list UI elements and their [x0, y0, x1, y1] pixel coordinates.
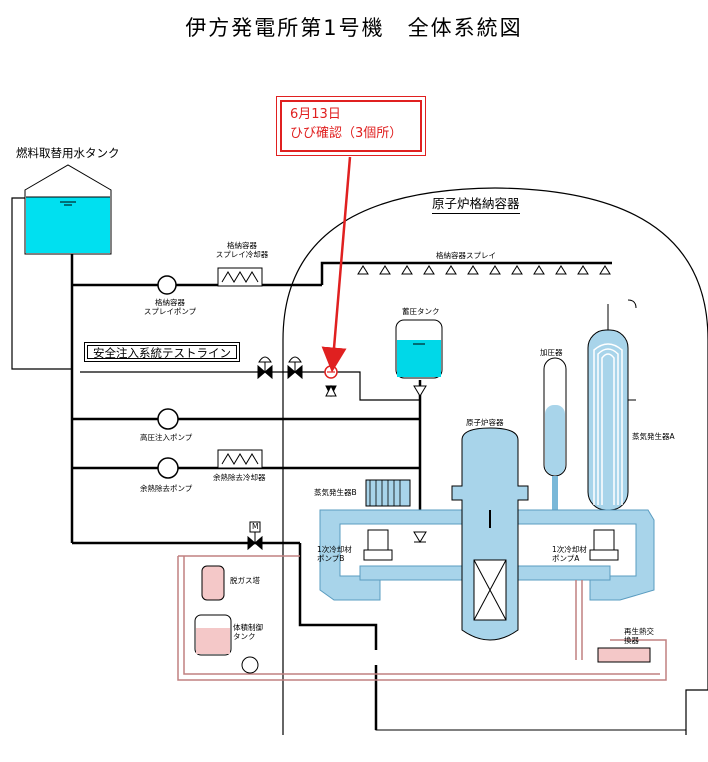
crack-callout: 6月13日 ひび確認（3個所）	[276, 96, 426, 156]
rcp-a-label: 1次冷却材ポンプA	[552, 545, 587, 564]
motor-valve	[247, 521, 263, 551]
page-title: 伊方発電所第1号機 全体系統図	[185, 16, 523, 40]
callout-date: 6月13日	[290, 107, 341, 122]
rhr-cooler	[217, 449, 263, 469]
test-line-valves	[257, 356, 337, 398]
sg-b-label: 蒸気発生器B	[314, 488, 357, 497]
spray-nozzles	[357, 265, 611, 275]
accumulator-label: 蓄圧タンク	[402, 307, 440, 316]
volume-control-tank	[194, 614, 232, 656]
hp-injection-pump	[157, 408, 179, 430]
motor-valve-label: M	[252, 522, 259, 531]
reactor-vessel-label: 原子炉容器	[466, 418, 504, 427]
fuel-tank-label: 燃料取替用水タンク	[16, 146, 120, 160]
callout-arrow	[321, 156, 352, 373]
degasifier-label: 脱ガス塔	[230, 576, 260, 585]
cv-spray-label: 格納容器スプレイ	[436, 251, 496, 260]
degasifier-tower	[201, 565, 225, 601]
cvcs-system	[177, 555, 667, 681]
callout-text: ひび確認（3個所）	[290, 125, 403, 141]
rhr-pump-label: 余熱除去ポンプ	[140, 484, 193, 493]
containment-base	[375, 690, 686, 731]
cv-spray-cooler	[217, 267, 263, 287]
fuel-water-tank	[24, 164, 112, 255]
charging-pump	[241, 656, 259, 674]
hp-pump-label: 高圧注入ポンプ	[140, 433, 193, 442]
sg-a-label: 蒸気発生器A	[632, 432, 675, 441]
rcp-b-label: 1次冷却材ポンプB	[317, 545, 352, 564]
rcp-a	[589, 529, 619, 561]
rhr-cooler-label: 余熱除去冷却器	[213, 473, 266, 482]
pressurizer	[543, 357, 567, 510]
pressurizer-label: 加圧器	[540, 348, 563, 357]
vct-label: 体積制御タンク	[233, 623, 263, 642]
reactor-vessel	[451, 427, 529, 641]
safety-test-line-label: 安全注入系統テストライン	[87, 345, 237, 360]
accumulator-tank	[395, 319, 443, 379]
rcp-b	[363, 529, 393, 561]
regen-hx-label: 再生熱交換器	[624, 627, 654, 646]
containment-vessel	[282, 187, 708, 735]
regen-heat-exchanger	[597, 647, 651, 663]
cv-spray-pump	[157, 275, 177, 295]
steam-generator-a	[587, 299, 637, 511]
safety-test-line-box: 安全注入系統テストライン	[84, 342, 240, 362]
cv-spray-pump-label: 格納容器スプレイポンプ	[143, 298, 197, 317]
rhr-pump	[157, 457, 179, 479]
crack-location-valve	[324, 365, 338, 379]
containment-vessel-label: 原子炉格納容器	[432, 193, 520, 214]
cv-cooler-label: 格納容器スプレイ冷却器	[215, 241, 269, 260]
steam-generator-b	[365, 479, 411, 507]
